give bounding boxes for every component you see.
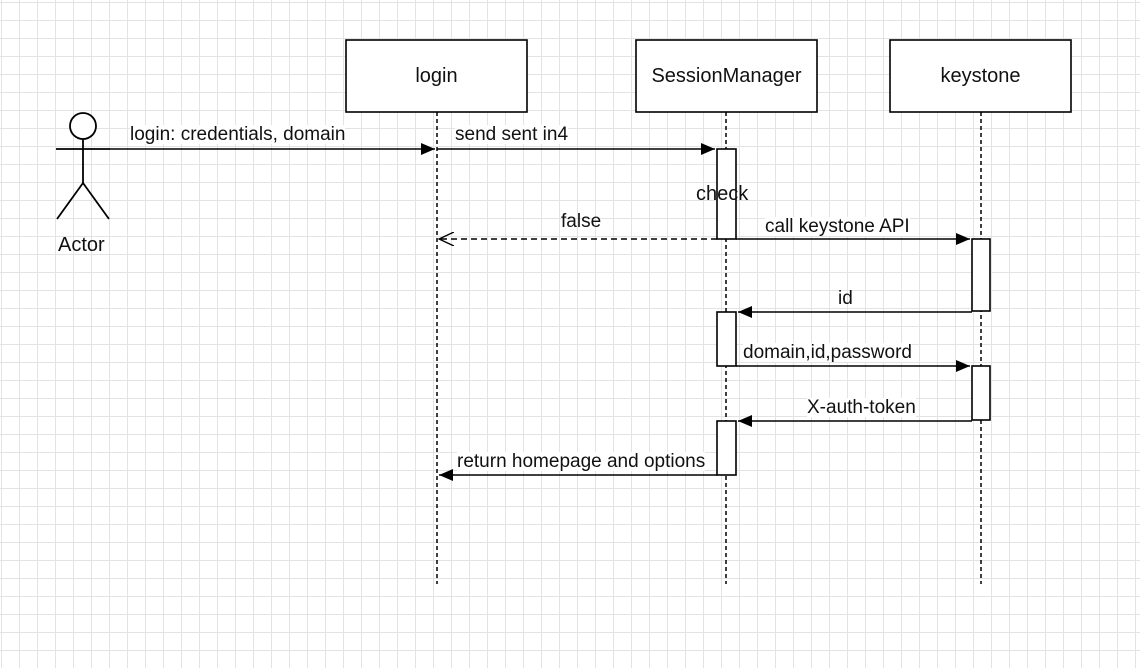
- actor-label: Actor: [58, 234, 105, 256]
- message-label-domain-id-password: domain,id,password: [743, 342, 912, 363]
- login-title: login: [415, 65, 458, 87]
- message-label-false: false: [561, 211, 602, 232]
- keystone-box[interactable]: [889, 39, 1072, 113]
- message-label-return-homepage: return homepage and options: [457, 451, 706, 472]
- actor-head: [69, 112, 97, 140]
- message-label-send-sent-in4: send sent in4: [455, 124, 569, 145]
- message-label-login-credentials: login: credentials, domain: [130, 124, 346, 145]
- sessionmanager-activation-2[interactable]: [716, 311, 737, 367]
- login-box[interactable]: [345, 39, 528, 113]
- sessionmanager-activation-check[interactable]: [716, 148, 737, 240]
- sessionmanager-title: SessionManager: [651, 65, 802, 87]
- sessionmanager-activation-3[interactable]: [716, 420, 737, 476]
- message-label-call-keystone-api: call keystone API: [765, 216, 910, 237]
- actor-figure[interactable]: [56, 112, 110, 220]
- activation-label-check: check: [696, 183, 749, 205]
- keystone-activation-1[interactable]: [971, 238, 991, 312]
- message-label-x-auth-token: X-auth-token: [807, 397, 916, 418]
- actor-right-leg: [82, 182, 110, 220]
- message-label-id: id: [838, 288, 853, 309]
- actor-left-leg: [56, 182, 84, 220]
- sessionmanager-box[interactable]: [635, 39, 818, 113]
- keystone-activation-2[interactable]: [971, 365, 991, 421]
- keystone-title: keystone: [940, 65, 1021, 87]
